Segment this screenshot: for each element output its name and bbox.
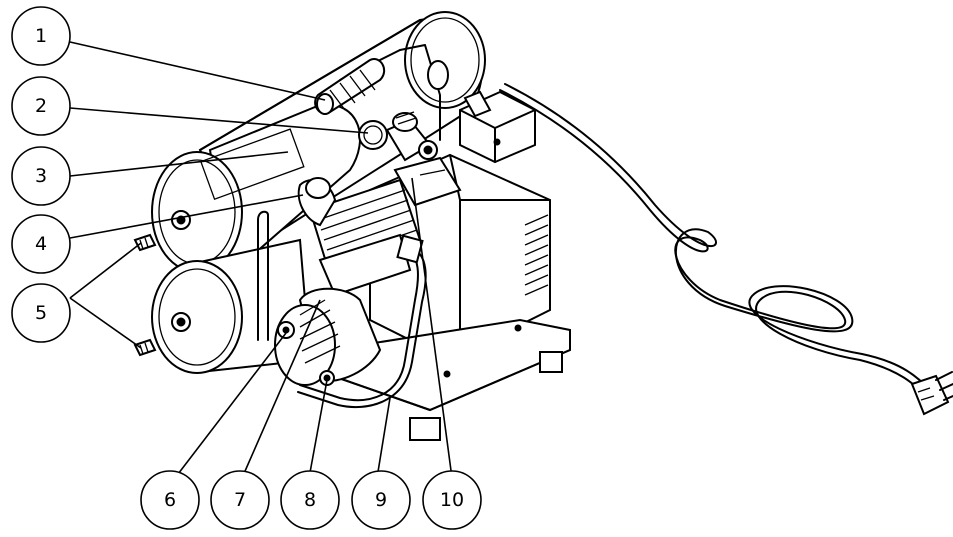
pump-body [274, 287, 382, 386]
callout-4: 4 [11, 214, 71, 274]
callout-6: 6 [140, 470, 200, 530]
callout-1-label: 1 [35, 25, 47, 47]
callout-1: 1 [11, 6, 71, 66]
callout-9: 9 [351, 470, 411, 530]
pressure-gauge [358, 111, 438, 162]
callout-7-label: 7 [234, 489, 246, 511]
callout-4-label: 4 [35, 233, 47, 255]
tank-connector [257, 210, 269, 341]
callout-2-label: 2 [35, 95, 47, 117]
callout-6-label: 6 [164, 489, 176, 511]
callout-10-label: 10 [440, 489, 464, 511]
callout-8: 8 [280, 470, 340, 530]
callout-5-label: 5 [35, 302, 47, 324]
handle [314, 44, 441, 141]
plug [910, 371, 953, 416]
power-cord [499, 83, 953, 416]
callout-7: 7 [210, 470, 270, 530]
callout-5: 5 [11, 283, 71, 343]
callout-9-label: 9 [375, 489, 387, 511]
outlet-tube [297, 234, 427, 409]
callout-2: 2 [11, 76, 71, 136]
pressure-switch [427, 60, 536, 164]
callout-3-label: 3 [35, 165, 47, 187]
callout-3: 3 [11, 146, 71, 206]
callout-8-label: 8 [304, 489, 316, 511]
callout-10: 10 [422, 470, 482, 530]
drain-valves [133, 233, 157, 357]
leader-lines [69, 41, 453, 479]
